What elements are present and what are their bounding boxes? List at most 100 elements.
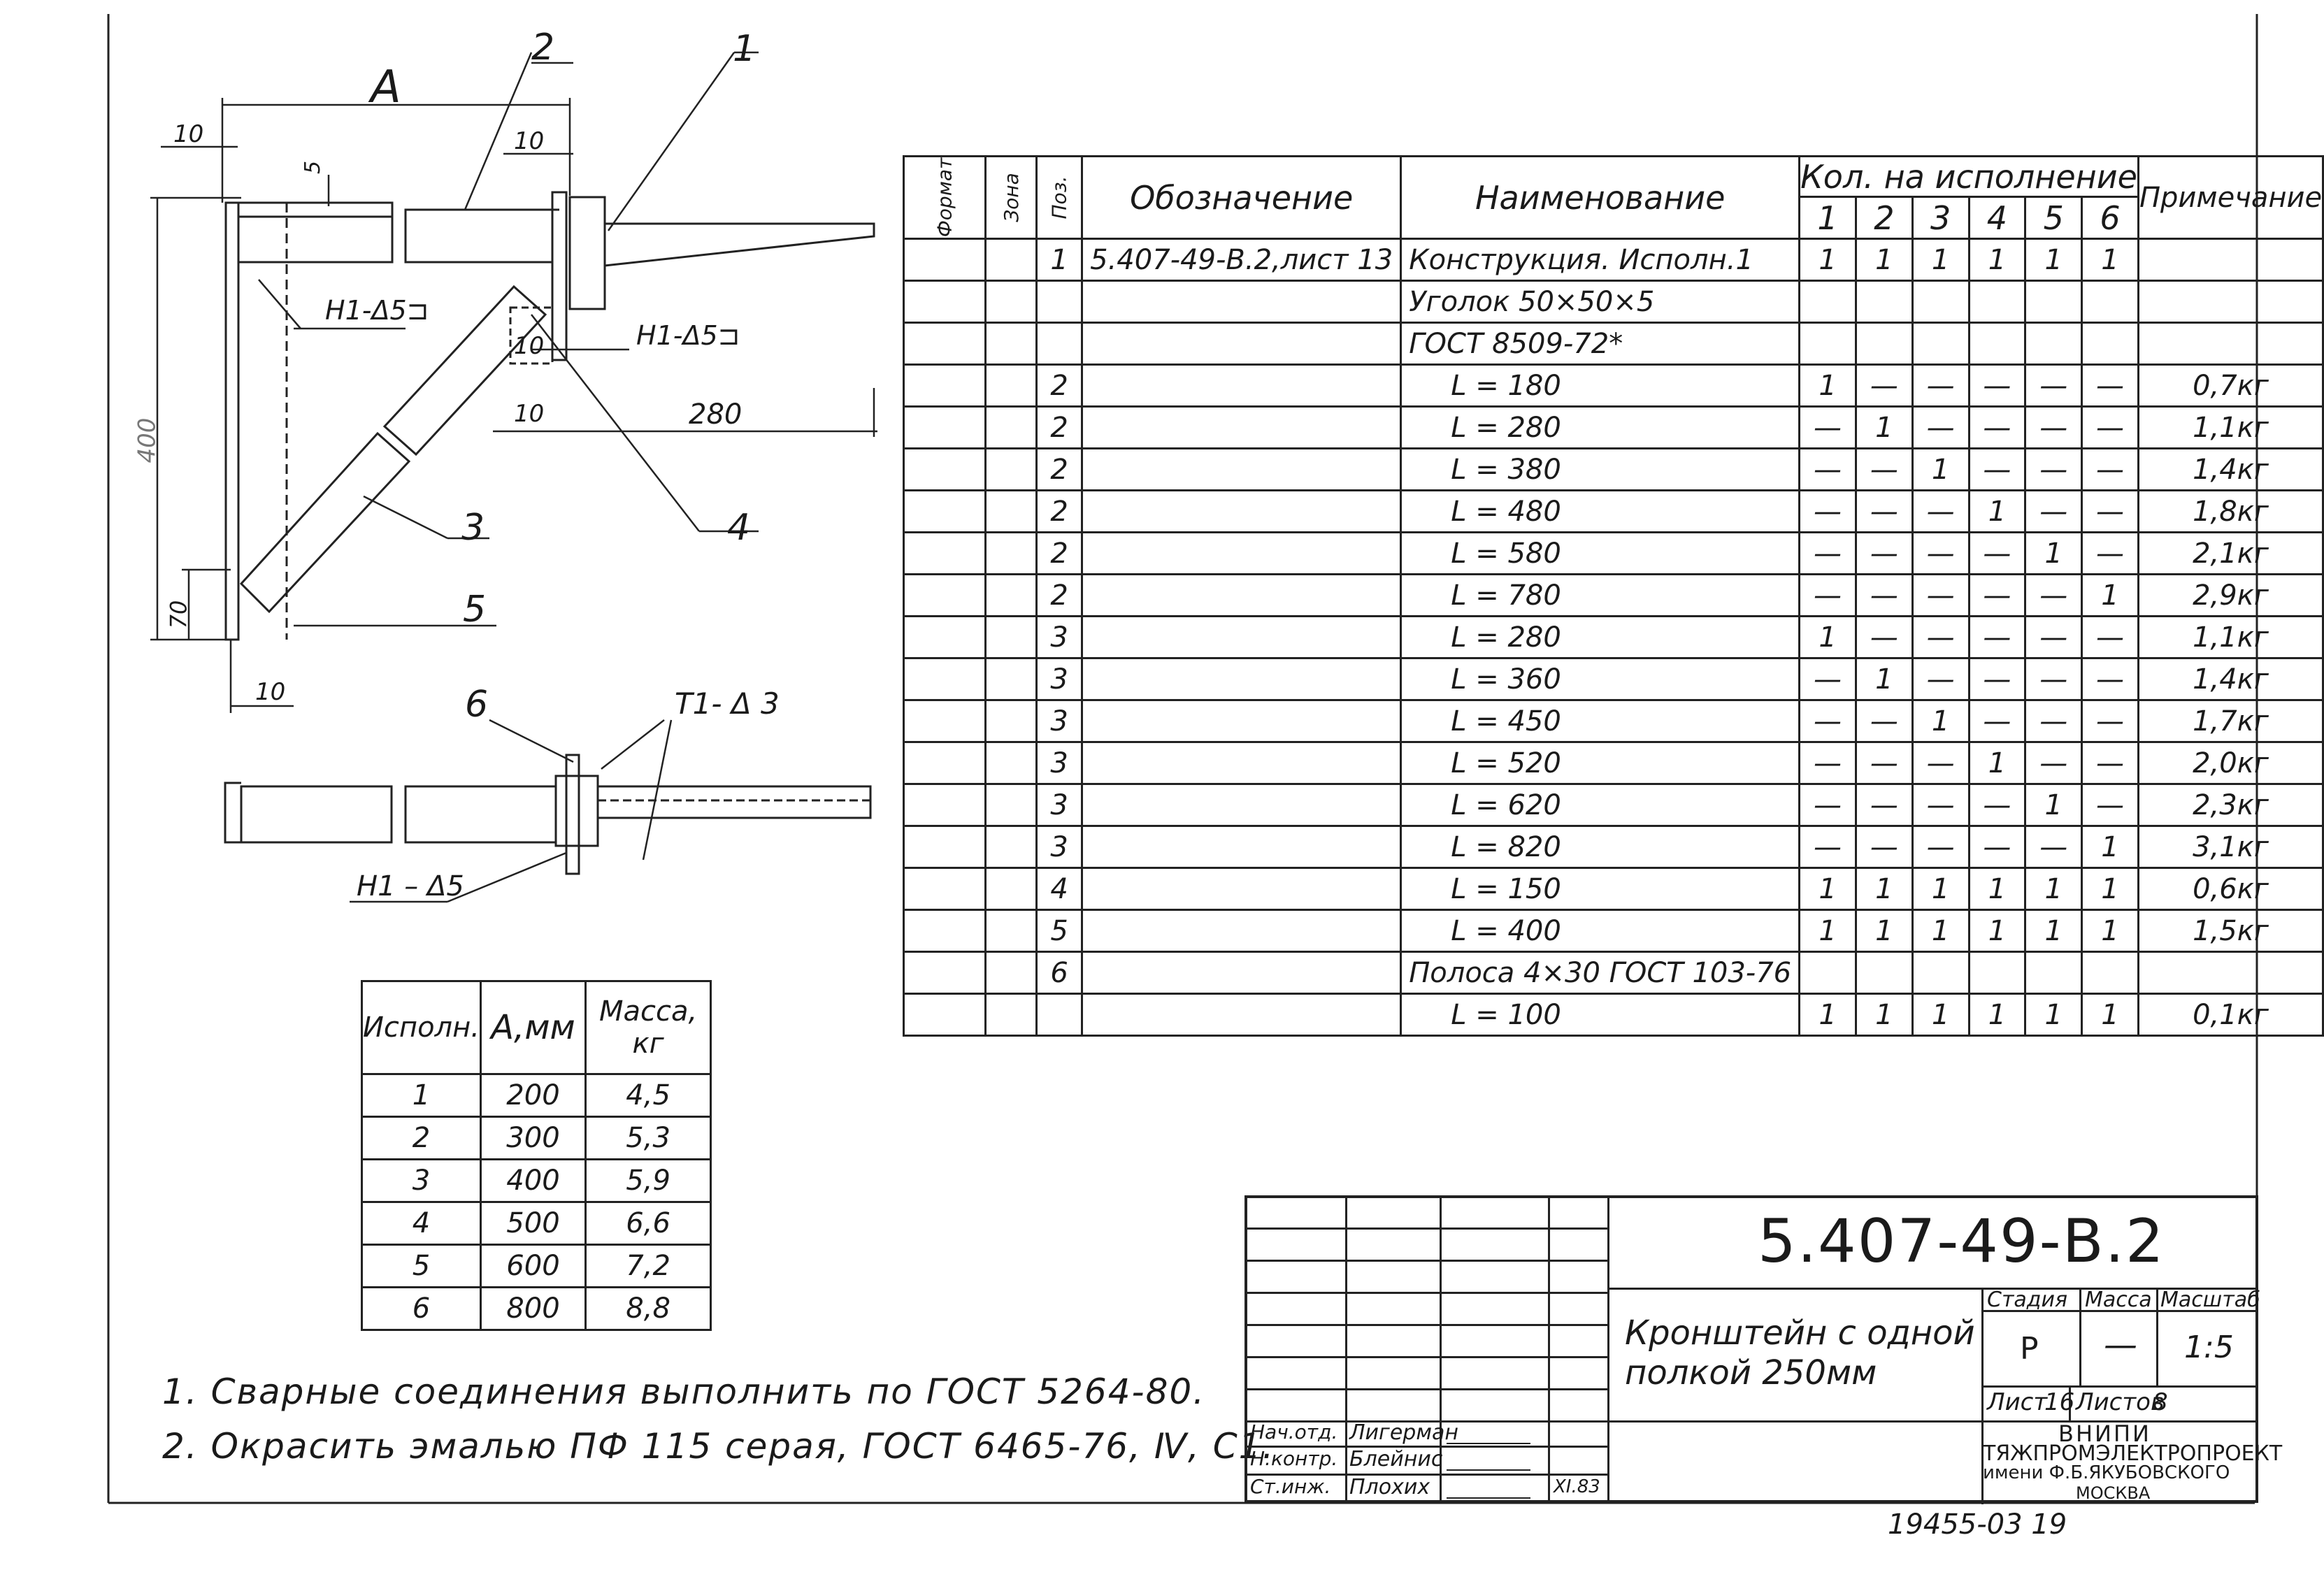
qty-cell: — [1967,783,2027,827]
qty-cell: — [1911,615,1970,659]
header-zone: Зона [984,155,1038,240]
designation-cell [1081,573,1403,617]
pos-cell: 3 [1035,825,1084,869]
qty-cell: 1 [1798,867,1857,911]
sheets-value: 8 [2153,1388,2168,1416]
qty-cell: — [1854,531,1914,575]
mass-label: Масса [2085,1288,2152,1312]
mass-cell: 8,8 [584,1286,712,1331]
callout-3: 3 [461,507,485,549]
qty-cell: 1 [1911,909,1970,953]
name-cell: L = 520 [1400,741,1801,785]
note-cell: 2,3кг [2137,783,2324,827]
format-cell [903,783,987,827]
a-cell: 400 [479,1158,587,1203]
weld-mark-right: Н1-Δ5⊐ [636,320,740,351]
qty-cell: — [1854,741,1914,785]
name-cell: L = 380 [1400,447,1801,491]
qty-cell: 1 [2081,238,2139,282]
pos-cell: 3 [1035,741,1084,785]
a-cell: 200 [479,1073,587,1118]
qty-cell: — [1798,741,1857,785]
qty-cell: 1 [1854,909,1914,953]
qty-cell: 1 [1798,993,1857,1037]
qty-cell: 1 [2081,909,2139,953]
dim-280: 280 [689,398,743,431]
header-format: Формат [903,155,987,240]
qty-cell: 1 [2024,867,2083,911]
mass-header-mass: Масса, кг [584,980,712,1075]
zone-cell [984,280,1038,324]
qty-cell: — [1854,699,1914,743]
mass-cell: 5,3 [584,1116,712,1160]
qty-cell: — [1911,573,1970,617]
format-cell [903,741,987,785]
qty-cell: — [1798,825,1857,869]
variant-cell: 5 [361,1244,482,1288]
document-code: 5.407-49-В.2 [1758,1207,2165,1276]
zone-cell [984,951,1038,995]
mass-header-a: А,мм [479,980,587,1075]
format-cell [903,238,987,282]
qty-cell: — [1911,783,1970,827]
note-cell: 2,9кг [2137,573,2324,617]
note-cell: 1,4кг [2137,657,2324,701]
designation-cell [1081,699,1403,743]
pos-cell: 3 [1035,657,1084,701]
a-cell: 800 [479,1286,587,1331]
qty-cell: — [1854,783,1914,827]
qty-cell: — [2081,531,2139,575]
format-cell [903,405,987,449]
qty-cell: — [2024,741,2083,785]
qty-cell: — [1967,531,2027,575]
pos-cell: 5 [1035,909,1084,953]
zone-cell [984,322,1038,366]
format-cell [903,993,987,1037]
designation-cell [1081,657,1403,701]
designation-cell [1081,531,1403,575]
stage-label: Стадия [1987,1288,2068,1312]
header-designation: Обозначение [1081,155,1403,240]
qty-cell: 1 [1854,993,1914,1037]
mass-cell: 5,9 [584,1158,712,1203]
qty-cell: — [1967,363,2027,408]
title-line-1: Кронштейн с одной [1625,1313,1975,1353]
designation-cell [1081,322,1403,366]
qty-cell [2081,951,2139,995]
zone-cell [984,573,1038,617]
pos-cell: 2 [1035,531,1084,575]
pos-cell: 4 [1035,867,1084,911]
pos-cell: 2 [1035,447,1084,491]
pos-cell: 2 [1035,405,1084,449]
header-variant: 1 [1798,196,1857,240]
format-cell [903,909,987,953]
section-view [224,754,872,875]
designation-cell [1081,993,1403,1037]
qty-cell: — [2024,699,2083,743]
zone-cell [984,531,1038,575]
format-cell [903,615,987,659]
qty-cell: — [2081,699,2139,743]
note-cell: 0,6кг [2137,867,2324,911]
note-cell [2137,238,2324,282]
qty-cell: — [1911,657,1970,701]
qty-cell: — [1854,615,1914,659]
zone-cell [984,447,1038,491]
variant-cell: 1 [361,1073,482,1118]
mass-cell: 7,2 [584,1244,712,1288]
qty-cell [1967,951,2027,995]
name-cell: ГОСТ 8509-72* [1400,322,1801,366]
qty-cell: 1 [2081,993,2139,1037]
mass-header-variant: Исполн. [361,980,482,1075]
callout-5: 5 [463,589,487,631]
qty-cell: — [1854,489,1914,533]
qty-cell: 1 [1967,909,2027,953]
format-cell [903,531,987,575]
